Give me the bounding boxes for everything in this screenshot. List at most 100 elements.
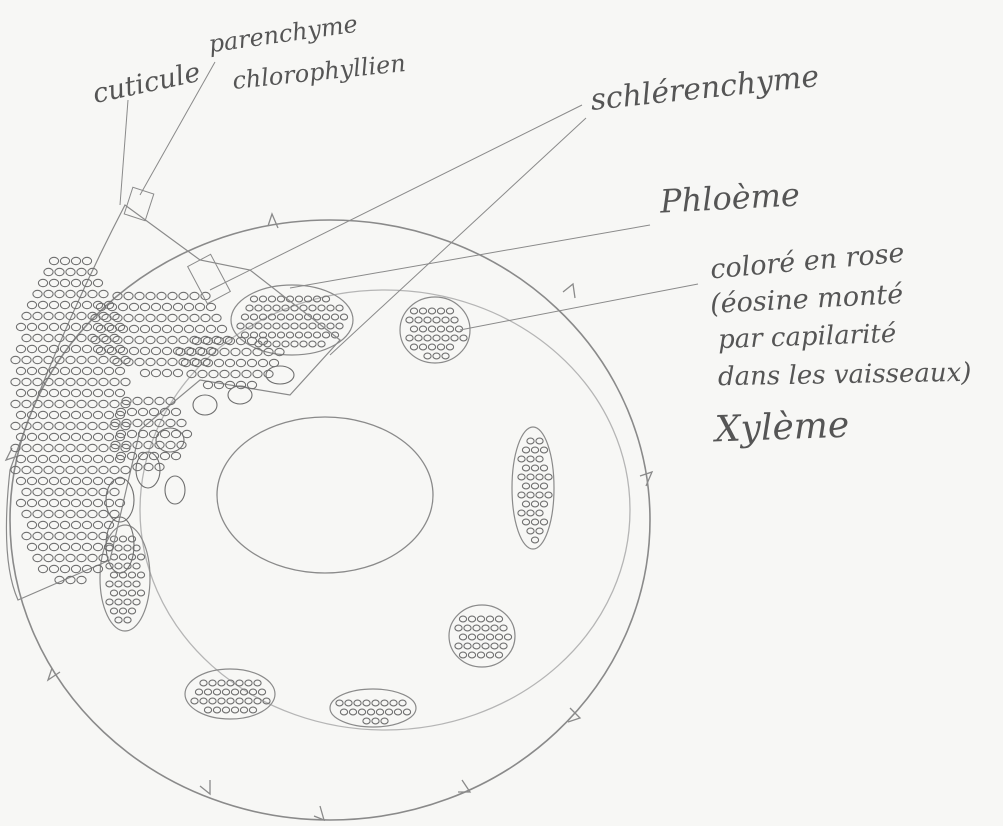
cell [345, 700, 352, 706]
cell [349, 709, 356, 715]
cell [536, 456, 543, 462]
cell [200, 698, 207, 704]
tissue-detail-wedge [6, 205, 340, 600]
cell [124, 292, 133, 299]
cell [66, 356, 75, 363]
cell [241, 314, 248, 320]
cell [110, 378, 119, 385]
cell [149, 408, 158, 415]
cell [536, 474, 543, 480]
cell [140, 325, 149, 332]
cell [336, 305, 343, 311]
cell [428, 326, 435, 332]
cell [110, 608, 117, 614]
cell [268, 296, 275, 302]
cell [522, 465, 529, 471]
bundle-left [100, 525, 150, 631]
cell [437, 308, 444, 314]
cell [60, 521, 69, 528]
cell [273, 305, 280, 311]
cell [218, 698, 225, 704]
cell [255, 305, 262, 311]
cell [107, 325, 116, 332]
cell [214, 381, 223, 388]
cell [44, 488, 53, 495]
cell [77, 554, 86, 561]
cell [133, 563, 140, 569]
pith [217, 417, 433, 573]
cell [33, 290, 42, 297]
cell [451, 317, 458, 323]
cell [38, 521, 47, 528]
cell [410, 308, 417, 314]
cell [55, 268, 64, 275]
cell [60, 565, 69, 572]
hair-6 [314, 806, 324, 820]
cell [33, 554, 42, 561]
cell [415, 317, 422, 323]
cell [236, 337, 245, 344]
cell [372, 700, 379, 706]
cell [191, 698, 198, 704]
cell [254, 698, 261, 704]
outer-ring [10, 220, 650, 820]
cell [327, 323, 334, 329]
cell [71, 477, 80, 484]
cell [250, 314, 257, 320]
cell [140, 369, 149, 376]
cell [104, 433, 113, 440]
bundle-lower-right [449, 605, 515, 667]
cell [49, 257, 58, 264]
note-line-4: dans les vaisseaux) [718, 360, 972, 390]
cell [155, 397, 164, 404]
cell [82, 477, 91, 484]
cell [99, 510, 108, 517]
cell [331, 332, 338, 338]
hair-2 [563, 284, 575, 298]
cell [55, 554, 64, 561]
cell [66, 554, 75, 561]
cell [246, 305, 253, 311]
cell [93, 323, 102, 330]
cell [140, 347, 149, 354]
cell [119, 590, 126, 596]
cell [115, 367, 124, 374]
cell [286, 314, 293, 320]
cell [468, 634, 475, 640]
cell [104, 367, 113, 374]
cell [340, 314, 347, 320]
cell [247, 337, 256, 344]
cell [500, 625, 507, 631]
vascular-bundles [100, 285, 554, 727]
cell [129, 303, 138, 310]
cell [93, 389, 102, 396]
cell [27, 455, 36, 462]
leader-cuticle [120, 100, 128, 205]
cell [173, 303, 182, 310]
cell [22, 312, 31, 319]
cell [268, 332, 275, 338]
cell [295, 296, 302, 302]
cell [82, 257, 91, 264]
bundle-right [512, 427, 554, 549]
cell [540, 519, 547, 525]
cell [135, 314, 144, 321]
cell [140, 303, 149, 310]
cell [22, 466, 31, 473]
cell [273, 341, 280, 347]
cell [442, 335, 449, 341]
cell [22, 356, 31, 363]
cell [162, 303, 171, 310]
cell [82, 367, 91, 374]
cell [27, 543, 36, 550]
cell [545, 492, 552, 498]
cell [214, 359, 223, 366]
cell [477, 652, 484, 658]
cell [27, 433, 36, 440]
cell [322, 314, 329, 320]
cell [104, 455, 113, 462]
cell [209, 680, 216, 686]
cell [22, 334, 31, 341]
cell [77, 444, 86, 451]
cell [231, 370, 240, 377]
